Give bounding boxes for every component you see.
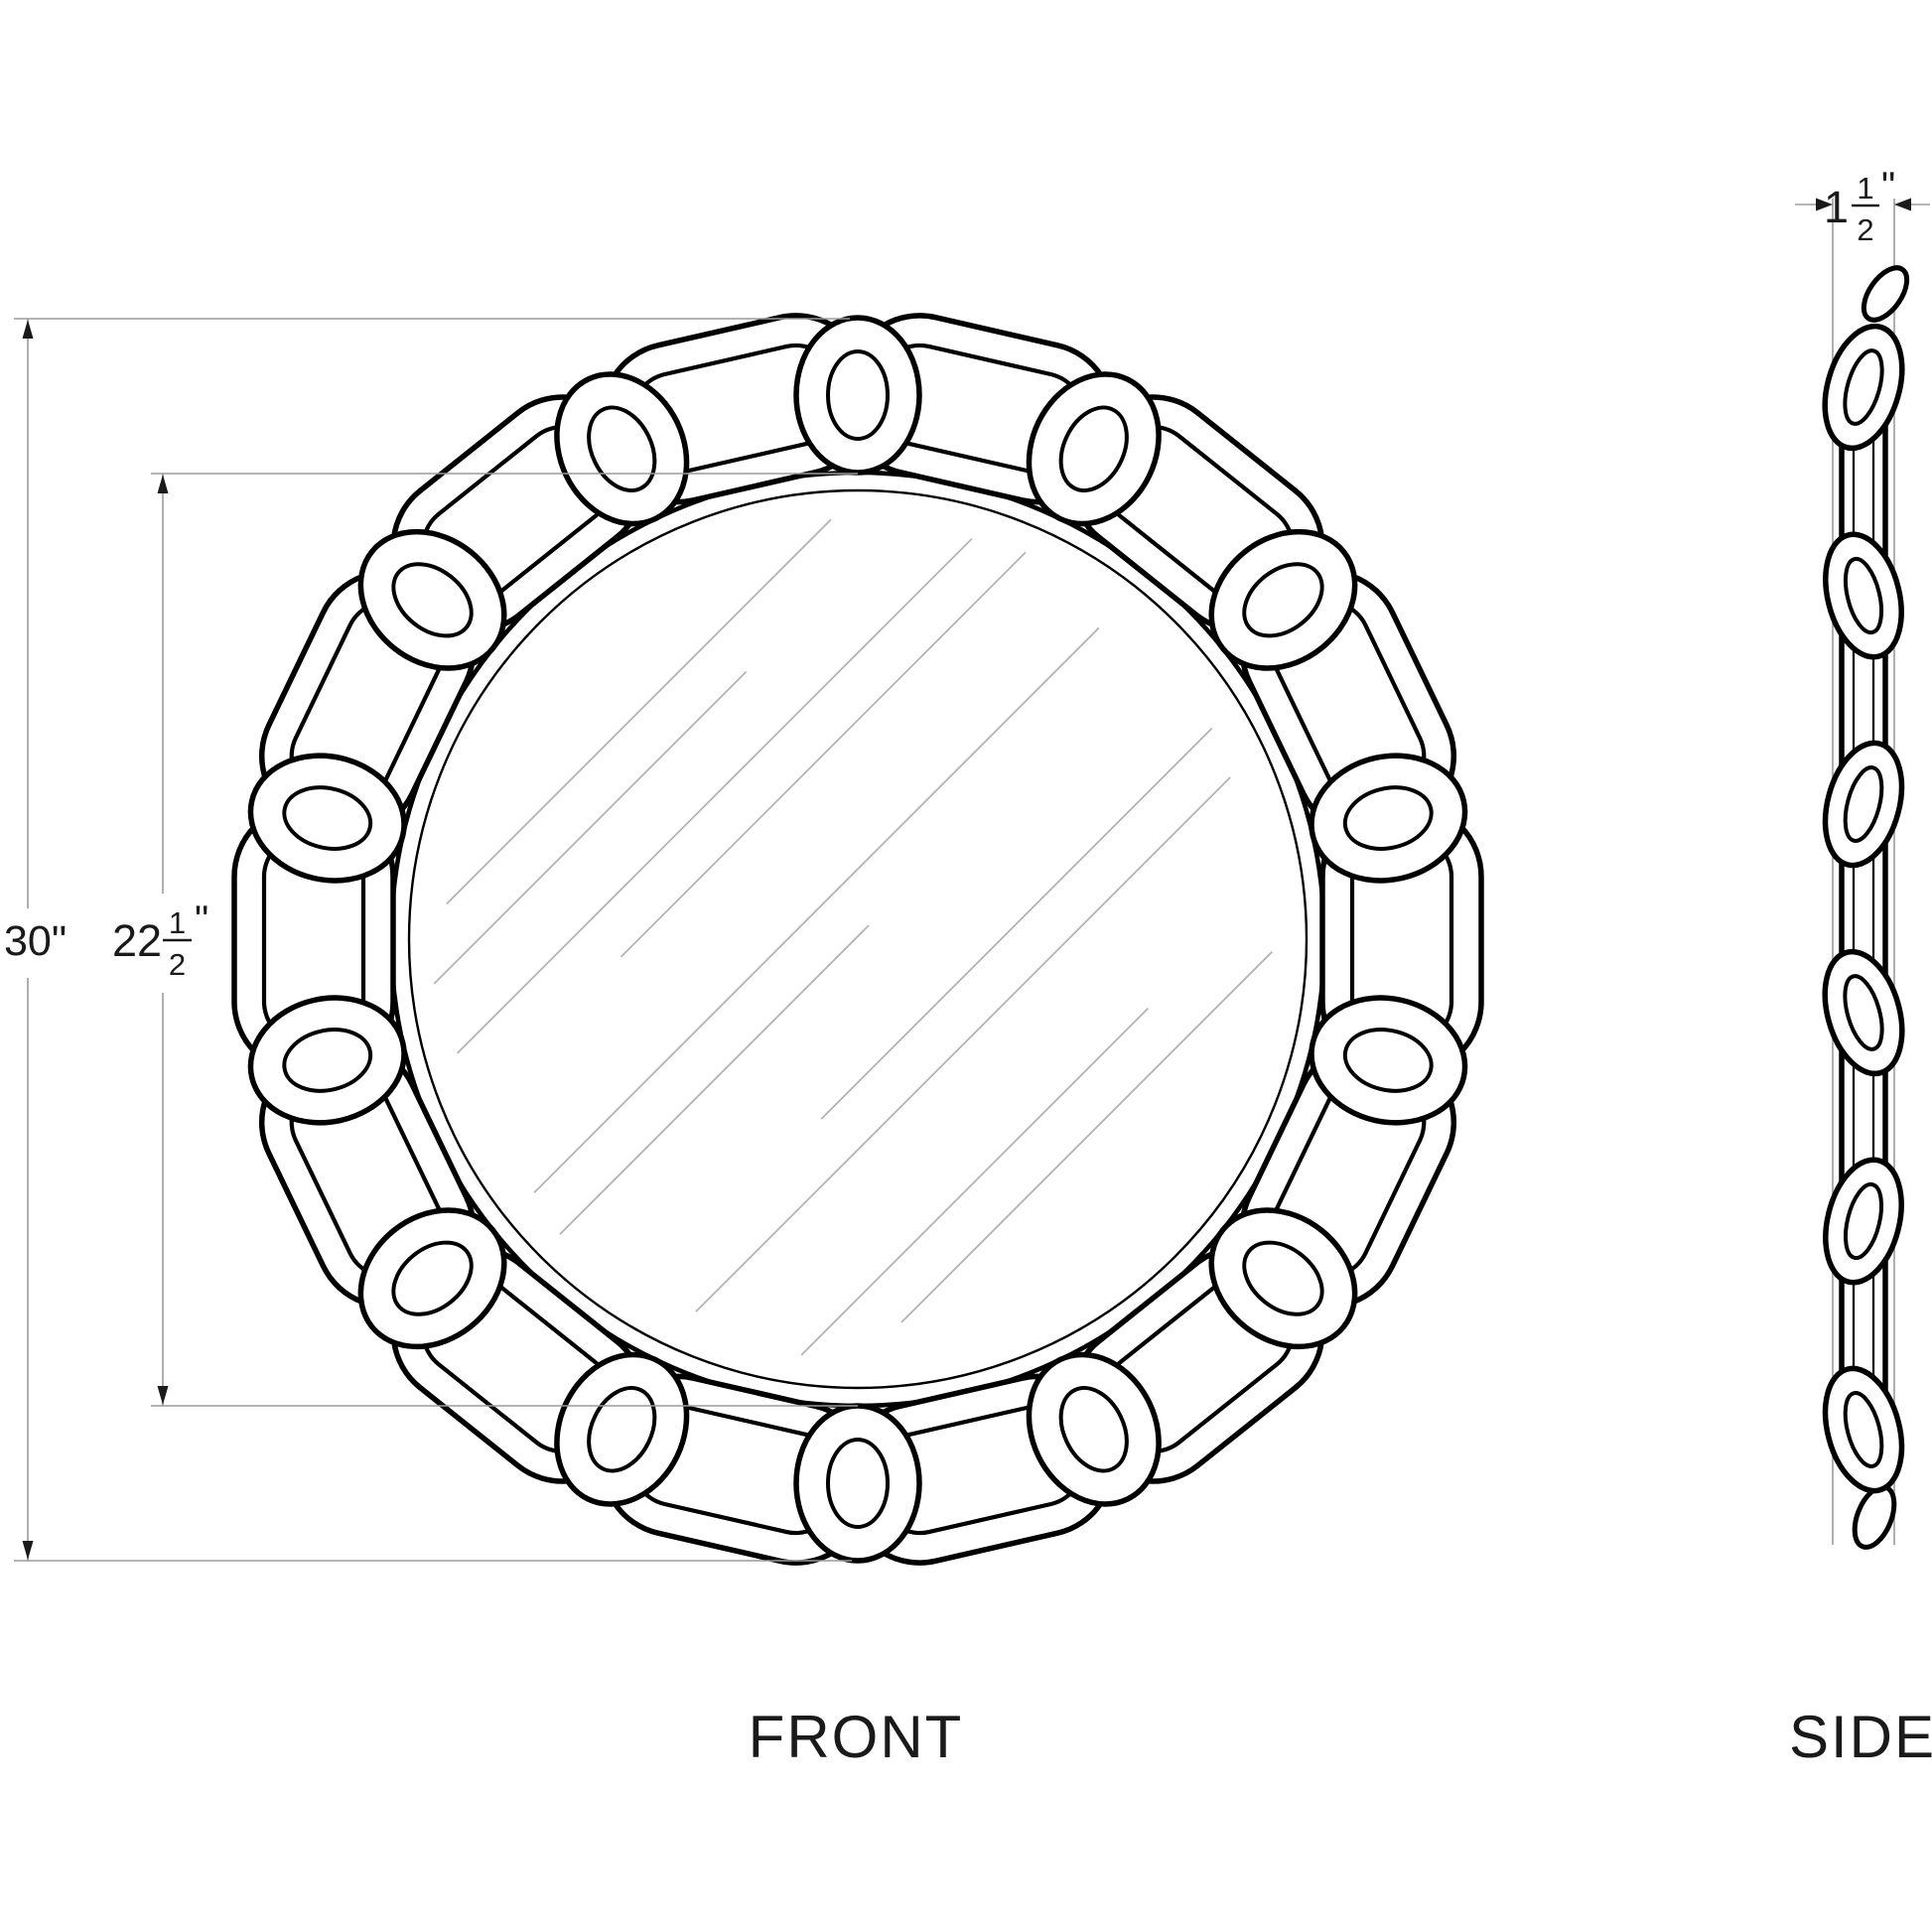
connector-ring [554,1351,690,1507]
mirror-rim-outer-circle [388,470,1327,1409]
overall-height-dimension-label: 30" [4,917,67,965]
connector-ring-opening [391,562,474,638]
glass-hatch-line [695,776,1231,1312]
connector-ring [357,528,507,671]
side-chain-ring [1823,531,1904,660]
front-dimension-lines [14,318,858,1562]
connector-ring-opening [282,785,373,851]
connector-ring [247,753,407,884]
glass-hatch-line [456,537,973,1054]
mirror-glass-hatching [433,518,1274,1356]
glass-hatch-line [433,670,748,985]
side-ring-opening [1843,1181,1884,1261]
arrow-right-icon [1816,198,1833,211]
connector-ring-opening [826,1438,890,1529]
side-chain [1822,265,1910,1550]
side-view-caption: SIDE [1789,1704,1932,1770]
connector-ring [1026,1351,1162,1507]
front-dimension-arrows [22,320,169,1560]
mirror-rim-inner-circle [407,488,1309,1390]
connector-ring [1208,528,1358,671]
connector-ring [793,315,922,476]
mirror-dim-denominator: 2 [169,947,186,982]
side-chain-ring [1822,323,1905,452]
glass-hatch-line [820,727,1213,1120]
glass-hatch-line [621,551,1027,958]
connector-ring-opening [391,1240,474,1316]
connector-ring [1208,1207,1358,1350]
connector-ring [793,1403,922,1564]
connector-ring-opening [587,1386,657,1473]
arrow-up-icon [157,475,169,493]
side-ring-opening [1843,1391,1884,1468]
depth-dim-unit: " [1881,165,1895,208]
side-chain-ring [1822,1365,1905,1494]
arrow-down-icon [22,1541,34,1560]
arrow-down-icon [157,1386,169,1405]
mirror-dim-numerator: 1 [169,905,186,940]
connector-ring-opening [282,1028,373,1093]
connector-ring-opening [1242,562,1324,638]
side-ring-opening [1843,556,1884,635]
connector-ring [1309,995,1468,1126]
connector-ring [357,1207,507,1350]
mirror-dim-unit: " [195,898,208,942]
front-chain-frame [231,313,1484,1566]
side-chain-ring [1823,1157,1904,1286]
glass-hatch-line [446,518,832,905]
side-ring-opening [1843,974,1884,1051]
side-ring-opening [1843,348,1884,426]
connector-ring-opening [1058,1386,1129,1473]
side-dimension-arrows [1816,198,1911,211]
front-view-caption: FRONT [749,1704,964,1770]
glass-hatch-line [800,1008,1149,1356]
connector-ring-opening [587,405,657,492]
connector-ring-opening [1242,1240,1324,1316]
connector-ring [554,371,690,527]
side-ring-opening [1843,765,1884,843]
connector-ring-opening [1058,405,1129,492]
connector-ring-opening [826,349,890,441]
connector-ring-opening [1342,1028,1434,1093]
mirror-diameter-dimension-label: 22 1 2 " [112,898,208,982]
connector-ring [247,995,407,1126]
connector-ring [1309,753,1468,884]
glass-hatch-line [900,950,1274,1323]
glass-hatch-line [533,626,1100,1193]
side-chain-ring [1822,948,1905,1077]
arrow-left-icon [1894,198,1911,211]
side-chain-ring [1822,740,1905,869]
side-chain-hook-top [1861,265,1910,323]
depth-dim-numerator: 1 [1857,171,1873,206]
connector-ring-opening [1342,785,1434,851]
connector-ring [1026,371,1162,527]
depth-dim-whole: 1 [1824,182,1849,232]
depth-dim-denominator: 2 [1857,212,1873,247]
frame-depth-dimension-label: 1 1 2 " [1824,165,1895,247]
arrow-up-icon [22,320,34,339]
mirror-dim-whole: 22 [112,915,162,966]
glass-hatch-line [559,924,870,1235]
